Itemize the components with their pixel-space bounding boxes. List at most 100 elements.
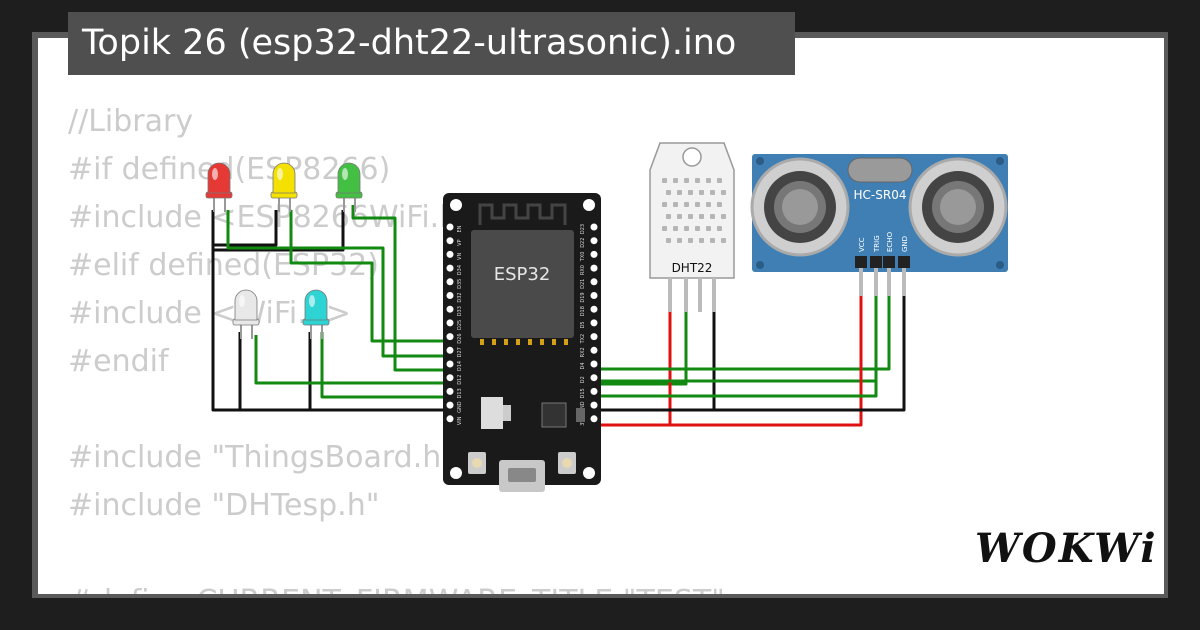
dht22-sensor[interactable]: DHT22 <box>649 142 735 312</box>
esp32-pin-label: D4 <box>580 362 586 369</box>
esp32-pin-hole[interactable] <box>590 374 598 382</box>
wire-dht-data <box>594 280 688 386</box>
esp32-pin-hole[interactable] <box>446 346 454 354</box>
esp32-pin-hole[interactable] <box>590 319 598 327</box>
code-line: #endif <box>68 344 169 379</box>
esp32-pin-hole[interactable] <box>446 333 454 341</box>
esp32-pin-label: D13 <box>457 388 463 398</box>
dht22-vent <box>666 214 671 219</box>
esp32-pin-hole[interactable] <box>590 346 598 354</box>
dht22-label: DHT22 <box>672 261 713 275</box>
esp32-pin-hole[interactable] <box>590 292 598 299</box>
esp32-pin-hole[interactable] <box>446 278 454 286</box>
ultrasonic-receiver <box>908 157 1008 257</box>
esp32-pin-hole[interactable] <box>590 250 598 258</box>
esp32-pin-label: D2 <box>580 376 586 383</box>
dht22-vent <box>710 214 715 219</box>
hcsr04-sensor[interactable]: HC-SR04 VCC TRIG ECHO GND <box>750 154 1008 296</box>
esp32-pin-label: D35 <box>457 279 463 289</box>
dht22-vent <box>673 178 678 183</box>
esp32-pin-hole[interactable] <box>446 305 454 313</box>
boot-button[interactable] <box>468 452 486 474</box>
red-led[interactable] <box>205 162 233 212</box>
leds <box>205 162 363 339</box>
en-button[interactable] <box>558 452 576 474</box>
dht22-vent <box>673 226 678 231</box>
esp32-pin-label: D32 <box>457 292 463 302</box>
dht22-vent <box>677 214 682 219</box>
esp32-pin-hole[interactable] <box>446 264 454 272</box>
dht22-vent <box>662 226 667 231</box>
dht22-vent <box>688 238 693 243</box>
esp32-pin-label: EN <box>457 225 463 232</box>
esp32-pin-hole[interactable] <box>446 250 454 258</box>
esp32-pin-hole[interactable] <box>446 223 454 231</box>
dht22-vent <box>695 178 700 183</box>
esp32-pin-hole[interactable] <box>590 264 598 272</box>
esp32-pin-hole[interactable] <box>446 360 454 368</box>
wire-led-ground <box>213 210 345 252</box>
hcsr04-pin-label: ECHO <box>886 231 894 252</box>
dht22-vent <box>699 238 704 243</box>
esp32-pin-hole[interactable] <box>590 401 598 409</box>
esp32-board[interactable]: ESP32 ENVPVND34D35D32D33D25D26D27D14D12D… <box>443 193 601 492</box>
page-title: Topik 26 (esp32-dht22-ultrasonic).ino <box>68 12 795 75</box>
esp32-pin-hole[interactable] <box>590 360 598 368</box>
esp32-pin-hole[interactable] <box>446 237 454 245</box>
esp32-pin-hole[interactable] <box>590 333 598 341</box>
esp32-pin-hole[interactable] <box>590 387 598 395</box>
esp32-pin-hole[interactable] <box>590 278 598 286</box>
esp32-pin-hole[interactable] <box>446 374 454 382</box>
crystal <box>847 157 913 183</box>
esp32-pin-label: D12 <box>457 375 463 385</box>
dht22-vent <box>677 238 682 243</box>
esp32-left-pin-header[interactable]: ENVPVND34D35D32D33D25D26D27D14D12D13GNDV… <box>446 223 464 426</box>
esp32-pin-hole[interactable] <box>446 401 454 409</box>
wire-led-ground <box>211 210 450 412</box>
esp32-label: ESP32 <box>494 264 551 285</box>
esp32-pin-hole[interactable] <box>446 319 454 327</box>
esp32-pin-hole[interactable] <box>590 237 598 245</box>
esp32-pin-label: VIN <box>457 416 463 425</box>
yellow-led[interactable] <box>270 162 298 212</box>
code-line: //Library <box>68 104 194 139</box>
dht22-vent <box>721 214 726 219</box>
esp32-pin-hole[interactable] <box>446 387 454 395</box>
esp32-pin-hole[interactable] <box>590 223 598 231</box>
esp32-pin-label: D27 <box>457 347 463 357</box>
esp32-pin-label: RX2 <box>580 347 586 357</box>
esp32-pin-hole[interactable] <box>590 305 598 313</box>
esp32-pin-label: VN <box>457 253 463 260</box>
esp32-pin-hole[interactable] <box>446 292 454 299</box>
esp32-pin-hole[interactable] <box>590 415 598 423</box>
code-background: //Library #if defined(ESP8266) #include … <box>68 98 725 594</box>
dht22-vent <box>666 190 671 195</box>
esp32-pin-label: D22 <box>580 238 586 248</box>
wokwi-logo: WOKWi <box>975 525 1158 572</box>
esp32-pin-label: D15 <box>580 388 586 398</box>
ultrasonic-transmitter <box>750 157 850 257</box>
esp32-pin-label: D19 <box>580 292 586 302</box>
esp32-pin-label: TX2 <box>580 334 586 345</box>
wire-cyan-led-signal <box>320 332 450 399</box>
esp32-pin-label: D33 <box>457 306 463 316</box>
dht22-vent <box>721 238 726 243</box>
esp32-pin-hole[interactable] <box>446 415 454 423</box>
wire-dht-vcc <box>594 280 672 427</box>
white-led[interactable] <box>232 289 260 339</box>
dht22-vent <box>717 202 722 207</box>
dht22-vent <box>684 226 689 231</box>
esp32-pin-label: D5 <box>580 321 586 328</box>
green-led[interactable] <box>335 162 363 212</box>
dht22-vent <box>706 226 711 231</box>
dht22-vent <box>710 190 715 195</box>
wire-hc-trig <box>594 265 878 383</box>
wire-hc-trig-2 <box>594 381 878 398</box>
wire-red-led-signal <box>226 210 450 358</box>
cyan-led[interactable] <box>302 289 330 339</box>
esp32-pin-label: VP <box>457 239 463 245</box>
esp32-pin-label: D23 <box>580 224 586 234</box>
code-line: #define CURRENT_FIRMWARE_TITLE "TEST" <box>68 578 725 594</box>
dht22-vent <box>673 202 678 207</box>
